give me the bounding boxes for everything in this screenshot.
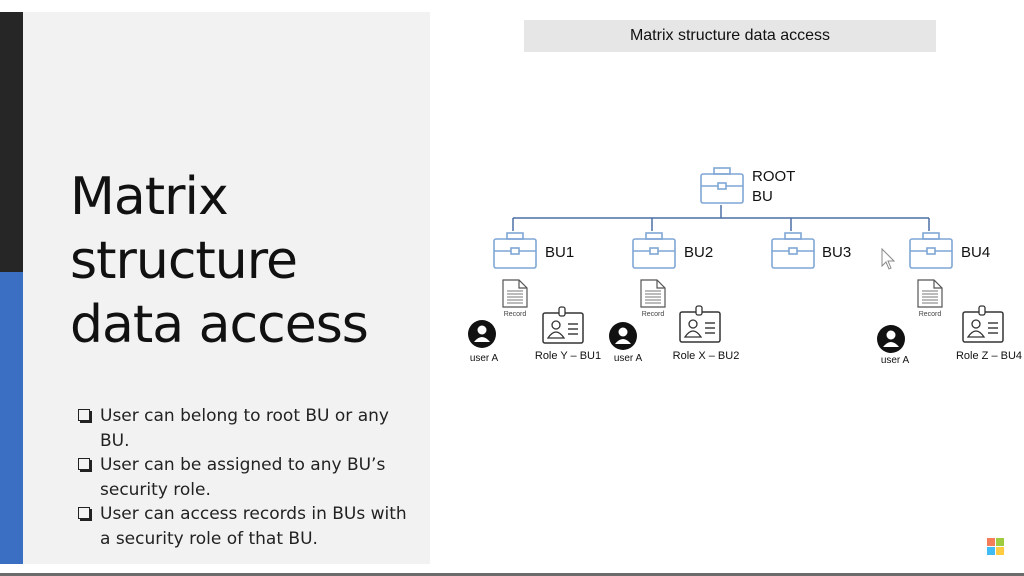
briefcase-icon: [493, 232, 537, 269]
briefcase-icon: [632, 232, 676, 269]
bu-node-4: BU4 Record user A Role Z – BU4: [877, 232, 1022, 366]
bu-label: BU1: [545, 244, 574, 261]
id-badge-icon: [542, 306, 584, 344]
bu-node-1: BU1 Record user A Role Y – BU1: [468, 232, 601, 364]
bottom-border: [0, 573, 1024, 576]
user-icon: [468, 320, 496, 348]
accent-bar-blue: [0, 272, 23, 564]
bu-label: BU4: [961, 244, 990, 261]
document-icon: [917, 279, 943, 308]
record-label: Record: [642, 311, 665, 318]
slide-title: Matrix structure data access: [70, 165, 369, 357]
bullet-text: User can access records in BUs with a se…: [100, 504, 407, 549]
user-icon: [609, 322, 637, 350]
user-label: user A: [470, 353, 499, 364]
title-line: data access: [70, 295, 369, 355]
document-icon: [502, 279, 528, 308]
role-label: Role Y – BU1: [535, 350, 601, 362]
role-label: Role X – BU2: [673, 350, 740, 362]
bullet-item: User can be assigned to any BU’s securit…: [76, 453, 416, 502]
user-icon: [877, 325, 905, 353]
id-badge-icon: [679, 305, 721, 343]
root-label: BU: [752, 188, 773, 205]
briefcase-icon: [909, 232, 953, 269]
title-line: Matrix: [70, 167, 229, 227]
bullet-item: User can access records in BUs with a se…: [76, 502, 416, 551]
bu-node-2: BU2 Record user A Role X – BU2: [609, 232, 740, 364]
diagram-heading: Matrix structure data access: [524, 20, 936, 52]
root-label: ROOT: [752, 168, 795, 185]
bullet-text: User can belong to root BU or any BU.: [100, 406, 389, 451]
briefcase-icon: [700, 167, 744, 204]
checkbox-bullet-icon: [78, 507, 90, 519]
title-line: structure: [70, 231, 298, 291]
cursor-icon: [881, 247, 896, 270]
checkbox-bullet-icon: [78, 458, 90, 470]
bullet-text: User can be assigned to any BU’s securit…: [100, 455, 386, 500]
accent-bar-dark: [0, 12, 23, 272]
briefcase-icon: [771, 232, 815, 269]
connector-lines: [512, 205, 930, 231]
id-badge-icon: [962, 305, 1004, 343]
microsoft-logo: [987, 538, 1004, 555]
user-label: user A: [614, 353, 643, 364]
document-icon: [640, 279, 666, 308]
bu-label: BU3: [822, 244, 851, 261]
bullet-item: User can belong to root BU or any BU.: [76, 404, 416, 453]
checkbox-bullet-icon: [78, 409, 90, 421]
root-bu-node: ROOT BU: [700, 167, 795, 205]
bu-label: BU2: [684, 244, 713, 261]
bullet-list: User can belong to root BU or any BU. Us…: [76, 404, 416, 551]
record-label: Record: [504, 311, 527, 318]
role-label: Role Z – BU4: [956, 350, 1022, 362]
record-label: Record: [919, 311, 942, 318]
bu-node-3: BU3: [771, 232, 851, 269]
title-panel: [23, 12, 430, 564]
user-label: user A: [881, 355, 910, 366]
